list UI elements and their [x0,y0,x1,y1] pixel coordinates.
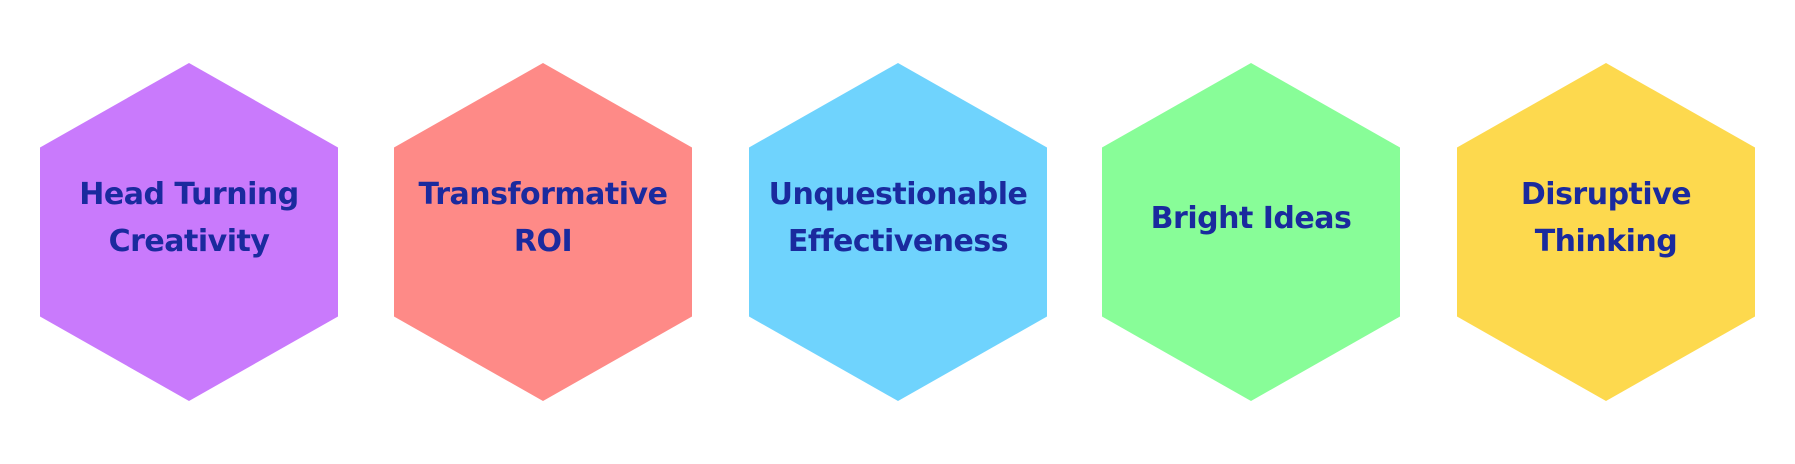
hexagon-label: Unquestionable Effectiveness [763,171,1034,265]
hexagon-unquestionable-effectiveness: Unquestionable Effectiveness [749,63,1047,401]
hexagon-label: Head Turning Creativity [73,171,304,265]
hexagon-transformative-roi: Transformative ROI [394,63,692,401]
hexagon-label-line: Unquestionable [768,177,1028,212]
hexagon-label-line: Transformative [418,177,668,212]
hexagon-label: Transformative ROI [413,171,674,265]
hexagon-label: Bright Ideas [1145,195,1358,242]
hexagon-label-line: Thinking [1534,224,1678,259]
hexagon-label-line: ROI [513,224,573,259]
hexagon-label-line: Creativity [108,224,270,259]
hexagon-label-line: Bright Ideas [1150,200,1352,236]
hexagon-label-line: Disruptive [1520,177,1692,212]
hexagon-bright-ideas: Bright Ideas [1102,63,1400,401]
hexagon-head-turning-creativity: Head Turning Creativity [40,63,338,401]
hexagon-label-line: Head Turning [79,177,299,212]
hexagon-disruptive-thinking: Disruptive Thinking [1457,63,1755,401]
hexagon-label: Disruptive Thinking [1515,171,1697,265]
hexagon-label-line: Effectiveness [787,224,1009,259]
